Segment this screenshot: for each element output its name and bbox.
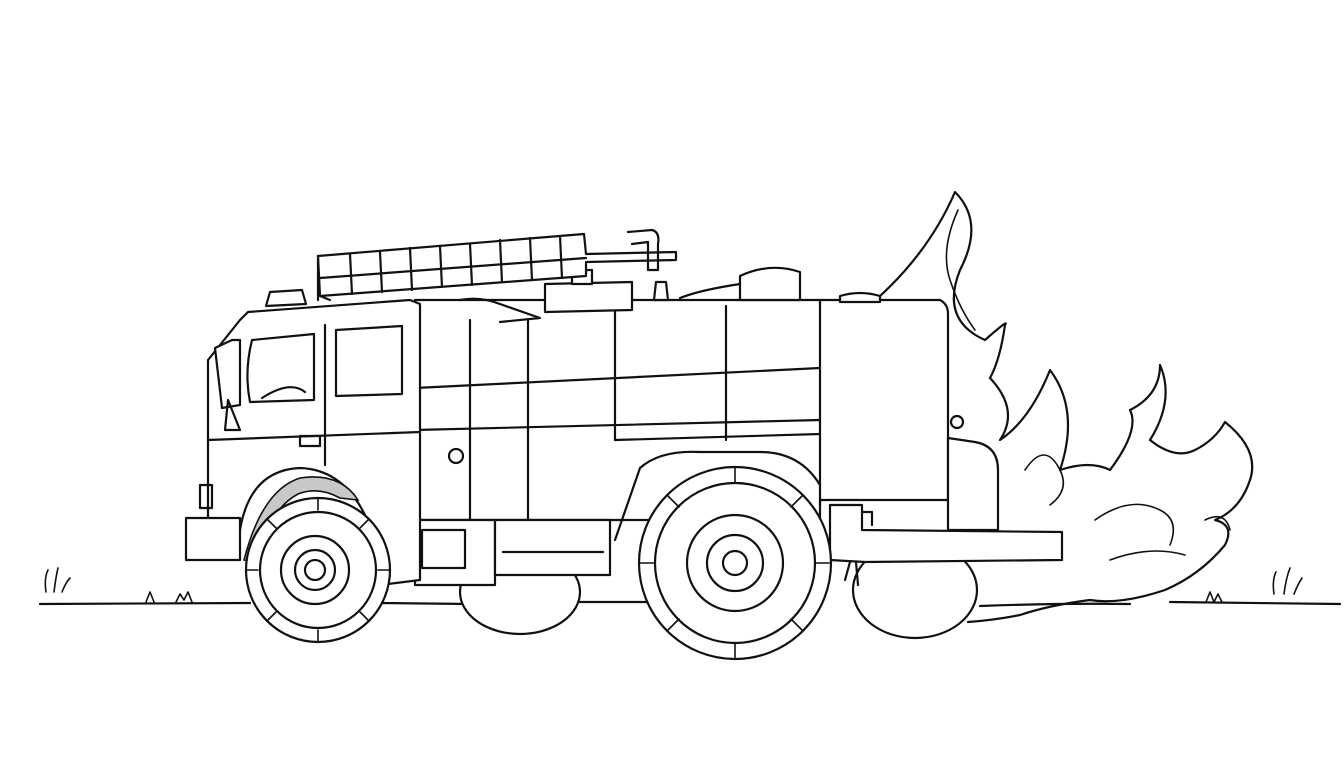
flames [878, 190, 1254, 624]
rear-wheel-back [458, 540, 979, 640]
truck-body [413, 298, 1064, 587]
ground-line [38, 600, 1342, 608]
truck-cab [184, 288, 422, 587]
front-wheel [244, 496, 392, 644]
roof-equipment [458, 266, 882, 324]
ladder [316, 228, 678, 302]
rear-wheel-arch [613, 450, 822, 542]
fire-truck [184, 228, 1064, 661]
grass-tufts [44, 567, 1303, 603]
rear-wheel [637, 465, 833, 661]
